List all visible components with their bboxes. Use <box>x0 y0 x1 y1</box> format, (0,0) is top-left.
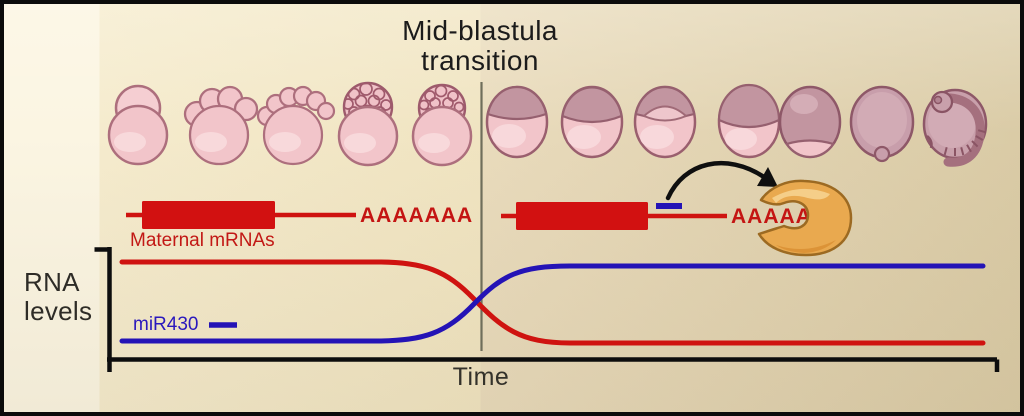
maternal-mrnas-label: Maternal mRNAs <box>130 230 275 251</box>
mir430-deadenylation-arrow-icon <box>665 161 767 201</box>
poly-a-tail-right: AAAAA <box>731 205 812 228</box>
blastoderm-cap <box>717 83 781 129</box>
embryo-sphere-icon <box>485 85 549 159</box>
yolk-remnant <box>784 139 836 158</box>
y-axis-label: RNA levels <box>24 267 93 327</box>
figure-title-line1: Mid-blastula <box>402 15 558 46</box>
y-axis-label-line1: RNA <box>24 267 80 297</box>
tail-bud <box>873 145 891 163</box>
embryo-30pct-epiboly-icon <box>633 85 697 159</box>
x-axis-label: Time <box>452 363 510 391</box>
mrna-coding-region <box>142 201 275 229</box>
embryo-1-cell-icon <box>107 84 169 166</box>
embryo-50pct-epiboly-icon <box>717 83 781 159</box>
figure-title: Mid-blastula transition <box>402 15 558 77</box>
pacman-exonuclease-icon <box>757 179 853 257</box>
maternal-mrna-schematic-right: AAAAA <box>501 202 812 230</box>
embryo-bud-icon <box>849 85 915 163</box>
embryo-late-blastula-icon <box>411 83 473 167</box>
arrowhead <box>757 167 778 187</box>
rna-time-axes <box>94 247 1000 372</box>
yolk-notch <box>926 135 933 149</box>
embryo-eye <box>933 95 943 105</box>
embryo-blastula-icon <box>337 81 399 167</box>
somites <box>943 129 987 156</box>
embryo-dome-icon <box>560 85 624 159</box>
embryo-cleavage-icon <box>183 85 259 166</box>
embryo-75pct-epiboly-icon <box>778 85 842 159</box>
maternal-mrna-schematic-left: AAAAAAA <box>126 201 473 229</box>
mrna-coding-region <box>516 202 648 230</box>
embryo-early-blastula-icon <box>256 85 336 166</box>
poly-a-tail-left: AAAAAAA <box>360 204 473 227</box>
embryo-body <box>937 93 985 167</box>
y-axis-label-line2: levels <box>24 296 93 327</box>
blastoderm-cap <box>561 86 623 124</box>
blastoderm-cap <box>486 85 548 121</box>
pacman-shadow <box>776 240 836 253</box>
pacman-highlight <box>772 188 830 203</box>
mir430-label: miR430 <box>133 314 199 335</box>
figure-title-line2: transition <box>421 45 539 77</box>
dome-bulge <box>642 105 688 122</box>
diagram-graphics: AAAAAAA AAAAA <box>94 81 1000 372</box>
embryo-segmentation-icon <box>922 88 988 167</box>
maternal-mrna-curve <box>119 259 986 346</box>
mir430-curve <box>119 263 986 344</box>
